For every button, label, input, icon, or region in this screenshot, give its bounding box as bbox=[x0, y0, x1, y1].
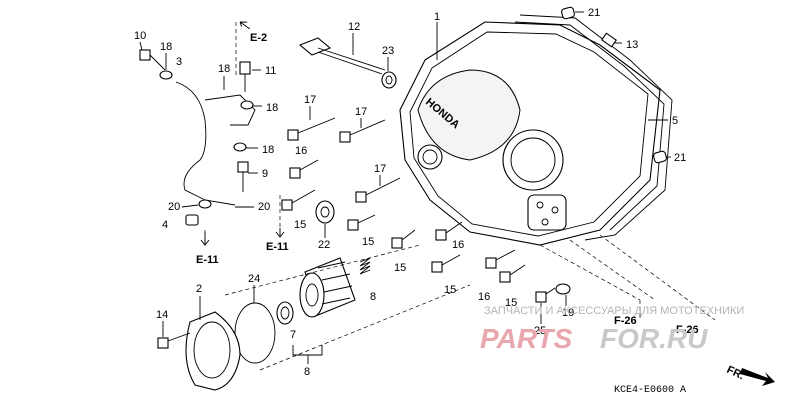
shaft-12 bbox=[298, 37, 386, 75]
bolt-14 bbox=[157, 332, 191, 349]
diagram-code: KCE4-E0600 A bbox=[614, 385, 686, 396]
washer-18 bbox=[240, 100, 254, 110]
callout-17: 17 bbox=[355, 106, 367, 118]
bolt-11 bbox=[239, 61, 251, 92]
dowel-pin bbox=[653, 150, 667, 164]
callout-24: 24 bbox=[248, 273, 260, 285]
bolt-16 bbox=[289, 159, 319, 179]
o-ring-24 bbox=[234, 302, 276, 364]
washer-23 bbox=[381, 71, 397, 89]
filter-spring bbox=[359, 257, 371, 275]
bolt-16 bbox=[435, 221, 463, 241]
callout-8: 8 bbox=[370, 291, 376, 303]
ref-f26-right: F-26 bbox=[676, 324, 699, 336]
callout-15: 15 bbox=[394, 262, 406, 274]
nut-4 bbox=[185, 214, 199, 226]
callout-2: 2 bbox=[196, 283, 202, 295]
o-ring-7 bbox=[276, 301, 294, 325]
callout-16: 16 bbox=[295, 145, 307, 157]
callout-15: 15 bbox=[362, 236, 374, 248]
bolt-15 bbox=[347, 214, 376, 231]
callout-15: 15 bbox=[505, 297, 517, 309]
washer-20 bbox=[198, 199, 212, 209]
callout-9: 9 bbox=[262, 168, 268, 180]
callout-17: 17 bbox=[374, 163, 386, 175]
callout-15: 15 bbox=[294, 219, 306, 231]
gasket bbox=[519, 14, 673, 241]
callout-11: 11 bbox=[265, 65, 276, 77]
watermark-brand-forru: FOR.RU bbox=[600, 323, 708, 354]
callout-25: 25 bbox=[534, 325, 546, 337]
callout-22: 22 bbox=[318, 239, 330, 251]
callout-19: 19 bbox=[562, 307, 574, 319]
callout-13: 13 bbox=[626, 39, 638, 51]
callout-18: 18 bbox=[262, 144, 274, 156]
dowel-pin bbox=[561, 6, 575, 20]
ref-e11-left: E-11 bbox=[196, 254, 219, 266]
callout-12: 12 bbox=[348, 21, 360, 33]
washer-19 bbox=[555, 283, 571, 295]
bolt-17 bbox=[339, 119, 386, 143]
bolt-15 bbox=[281, 189, 316, 211]
callout-18: 18 bbox=[266, 102, 278, 114]
bolt-15 bbox=[499, 264, 526, 283]
crankcase-cover: HONDA bbox=[399, 21, 661, 246]
arrow-right-icon bbox=[740, 368, 775, 386]
callout-20: 20 bbox=[258, 201, 270, 213]
callout-4: 4 bbox=[162, 219, 168, 231]
bolt-10 bbox=[139, 49, 166, 71]
ref-f26-left: F-26 bbox=[614, 315, 637, 327]
bolt-13 bbox=[601, 32, 617, 48]
callout-15: 15 bbox=[444, 284, 456, 296]
callout-8: 8 bbox=[304, 366, 310, 378]
oil-seal-22 bbox=[315, 200, 335, 224]
washer-18 bbox=[159, 70, 173, 80]
watermark-tagline: ЗАПЧАСТИ И АКСЕССУАРЫ ДЛЯ МОТОТЕХНИКИ bbox=[484, 305, 744, 317]
callout-16: 16 bbox=[452, 239, 464, 251]
bolt-15 bbox=[391, 229, 416, 249]
bolt-17 bbox=[355, 177, 401, 203]
oil-filter bbox=[299, 257, 356, 318]
bolt-15 bbox=[431, 254, 461, 273]
callout-7: 7 bbox=[290, 329, 296, 341]
reference-labels: E-2 E-11 E-11 F-26 F-26 bbox=[196, 21, 699, 336]
callout-23: 23 bbox=[382, 45, 394, 57]
callout-1: 1 bbox=[434, 11, 440, 23]
callout-21: 21 bbox=[674, 152, 686, 164]
callout-10: 10 bbox=[134, 30, 146, 42]
ref-e2: E-2 bbox=[250, 32, 267, 44]
callout-16: 16 bbox=[478, 291, 490, 303]
bolt-25 bbox=[535, 287, 556, 303]
callout-20: 20 bbox=[168, 201, 180, 213]
callout-14: 14 bbox=[156, 309, 168, 321]
watermark: ЗАПЧАСТИ И АКСЕССУАРЫ ДЛЯ МОТОТЕХНИКИ PA… bbox=[480, 305, 744, 354]
bolt-17 bbox=[287, 117, 336, 141]
callout-labels: 1 2 3 4 5 7 8 8 9 10 11 12 13 14 15 15 1… bbox=[134, 7, 686, 378]
oil-pipe bbox=[175, 81, 236, 206]
callout-21: 21 bbox=[588, 7, 600, 19]
watermark-brand-parts: PARTS bbox=[480, 323, 573, 354]
filter-cover-2 bbox=[185, 311, 241, 391]
front-direction-indicator: FR. bbox=[725, 364, 775, 386]
bolt-16 bbox=[485, 249, 516, 269]
ref-e11-right: E-11 bbox=[266, 241, 289, 253]
callout-18: 18 bbox=[160, 41, 172, 53]
washer-18 bbox=[233, 142, 247, 152]
callout-3: 3 bbox=[176, 56, 182, 68]
leader-lines bbox=[204, 22, 716, 371]
callout-5: 5 bbox=[672, 115, 678, 127]
callout-17: 17 bbox=[304, 94, 316, 106]
bolt-9 bbox=[237, 161, 249, 192]
callout-18: 18 bbox=[218, 63, 230, 75]
